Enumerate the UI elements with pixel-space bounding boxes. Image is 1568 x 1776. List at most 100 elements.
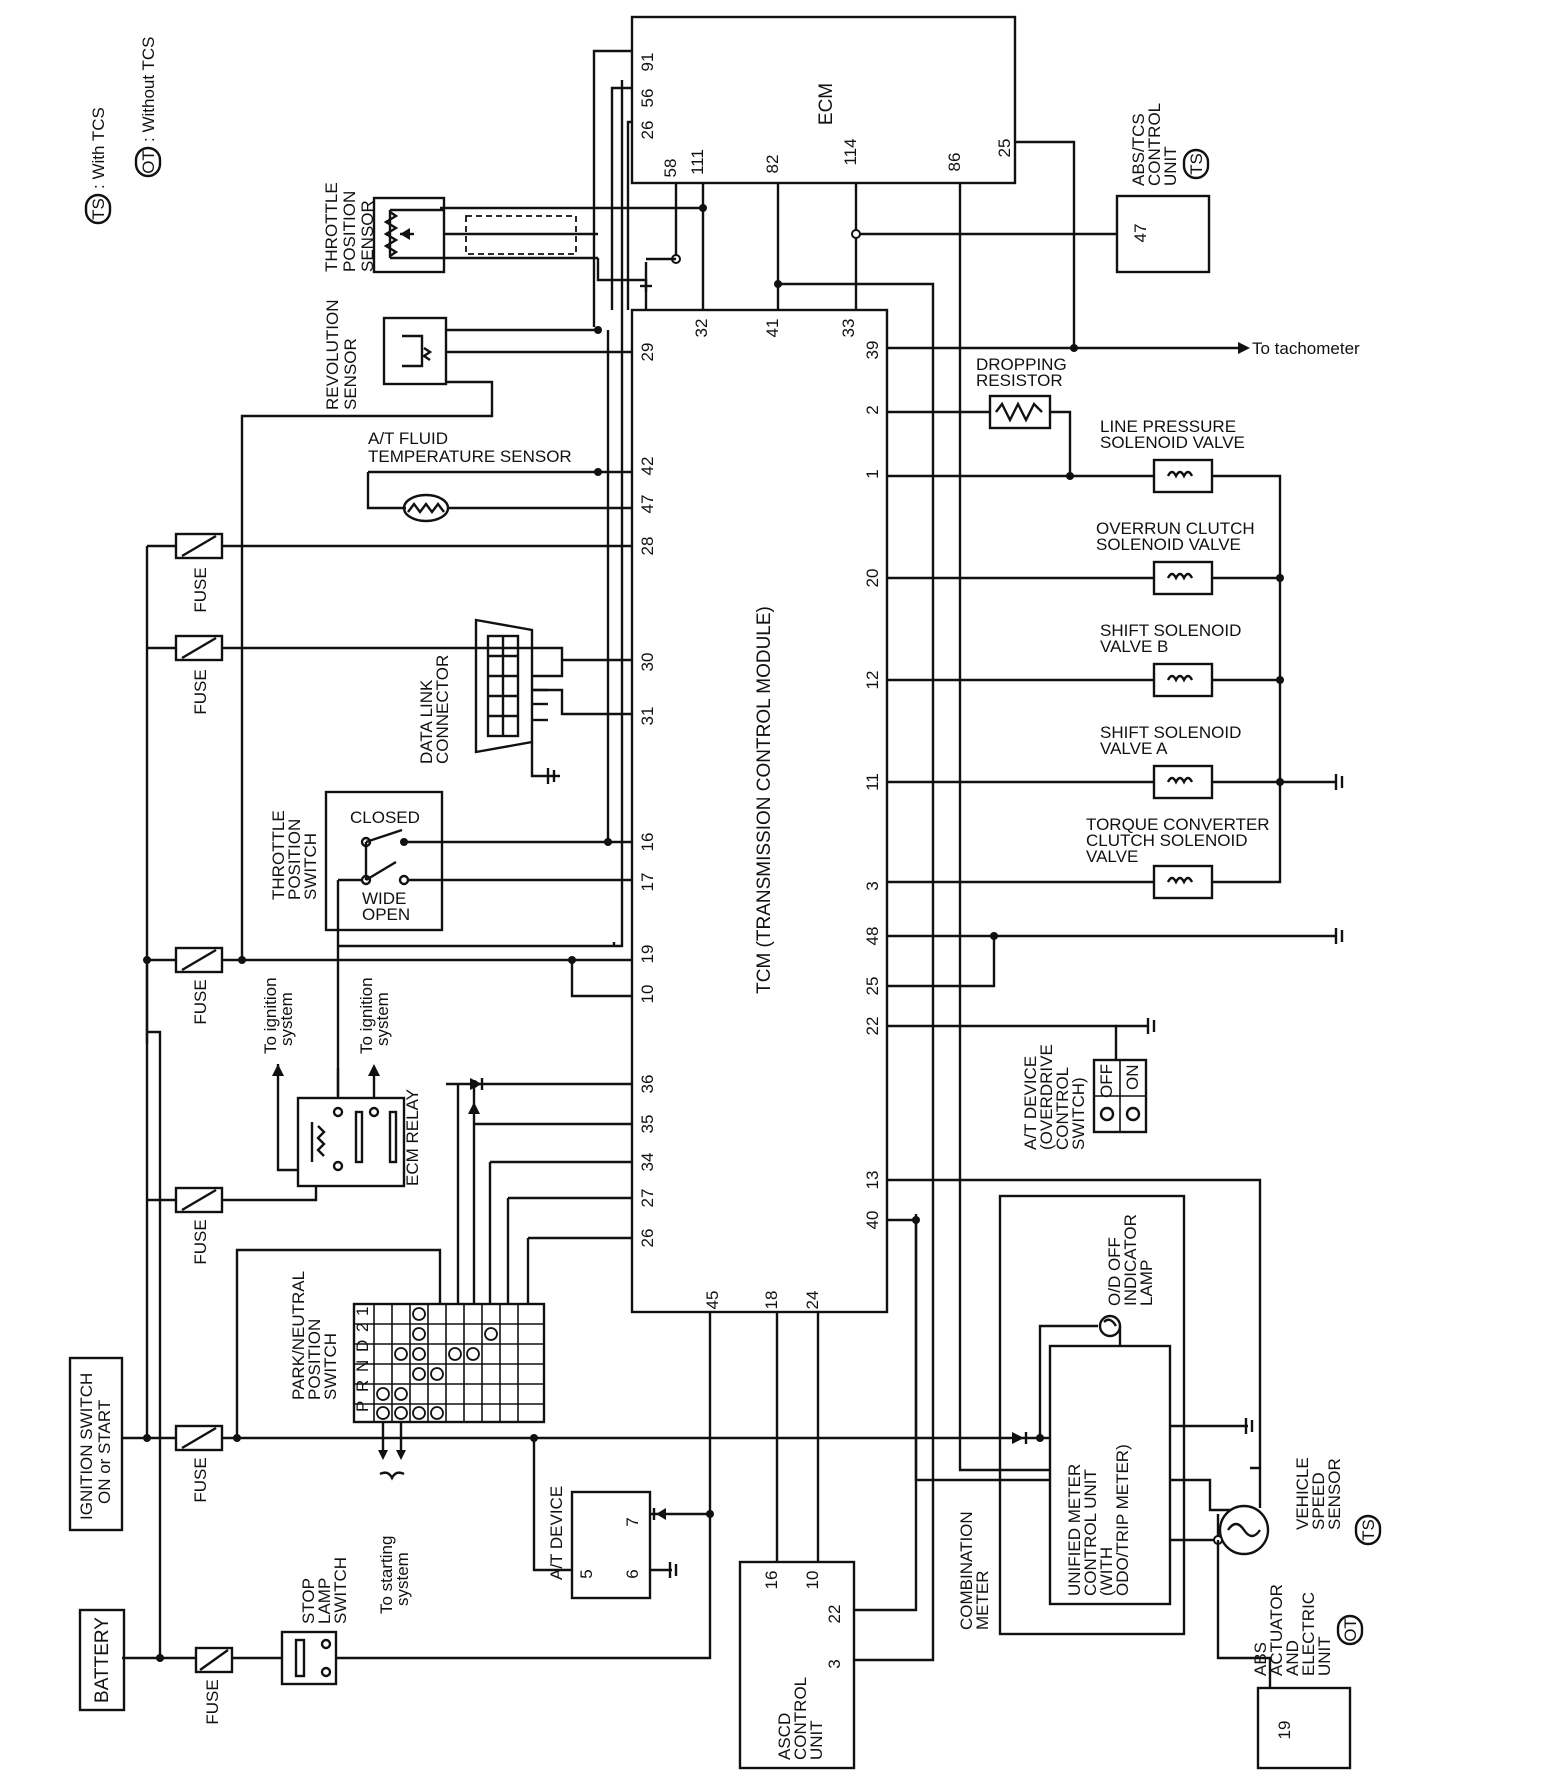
ecm-pin-58: 58: [661, 159, 680, 178]
pnp-wires: [235, 1078, 632, 1438]
tcm-pin-19: 19: [638, 945, 657, 964]
data-link-label-1: DATA LINK: [417, 679, 436, 764]
prnd-1: 1: [353, 1307, 372, 1316]
unified-label-1: UNIFIED METER: [1065, 1464, 1084, 1596]
tcm-pin-36: 36: [638, 1075, 657, 1094]
abs-tcs-label-1: ABS/TCS: [1129, 113, 1148, 186]
stop-lamp-switch: STOP LAMP SWITCH: [280, 1312, 712, 1686]
tcm-pin-40: 40: [863, 1211, 882, 1230]
tcm-pin-29: 29: [638, 343, 657, 362]
abs-actuator-pin-19: 19: [1275, 1721, 1294, 1740]
od-switch-label-1: A/T DEVICE: [1021, 1056, 1040, 1150]
at-device-label: A/T DEVICE: [547, 1486, 566, 1580]
fuse-label-5: FUSE: [191, 1457, 210, 1502]
torque-3: VALVE: [1086, 847, 1138, 866]
unified-label-3: (WITH: [1097, 1547, 1116, 1596]
dropping-label-2: RESISTOR: [976, 371, 1063, 390]
wide-label: WIDE: [362, 889, 406, 908]
to-ignition-2-a: To ignition: [357, 977, 376, 1054]
tcm-pin-3: 3: [863, 881, 882, 890]
ecm-pin-25: 25: [995, 139, 1014, 158]
tcm-pin-42: 42: [638, 457, 657, 476]
tcm-pin-32: 32: [692, 319, 711, 338]
ignition-label-1: IGNITION SWITCH: [77, 1373, 96, 1520]
ecm-label: ECM: [816, 83, 837, 125]
torque-2: CLUTCH SOLENOID: [1086, 831, 1248, 850]
line-pressure-1: LINE PRESSURE: [1100, 417, 1236, 436]
vss-label-1: VEHICLE: [1293, 1457, 1312, 1530]
battery-label: BATTERY: [92, 1617, 113, 1703]
ecm-pin-82: 82: [763, 155, 782, 174]
legend-ot-symbol: OT: [139, 150, 158, 174]
fluid-temp-label-1: A/T FLUID: [368, 429, 448, 448]
tp-switch-label-1: THROTTLE: [269, 810, 288, 900]
tcm-label: TCM (TRANSMISSION CONTROL MODULE): [754, 606, 775, 994]
ecm-wires: [440, 49, 1117, 1472]
tcm-pin-12: 12: [863, 671, 882, 690]
throttle-position-sensor: THROTTLE POSITION SENSOR: [322, 182, 652, 310]
shift-a-2: VALVE A: [1100, 739, 1168, 758]
ecm-pin-56: 56: [638, 89, 657, 108]
od-switch-label-2: (OVERDRIVE: [1037, 1044, 1056, 1150]
ascd-pin-16: 16: [762, 1571, 781, 1590]
od-off: OFF: [1097, 1064, 1116, 1098]
right-wires: To tachometer DROPPING RESISTOR: [887, 339, 1360, 480]
shift-b-2: VALVE B: [1100, 637, 1168, 656]
abs-tcs-pin-47: 47: [1131, 224, 1150, 243]
legend: TS : With TCS OT : Without TCS: [84, 37, 162, 225]
battery: BATTERY: [78, 1608, 126, 1712]
vss-label-3: SENSOR: [1325, 1458, 1344, 1530]
tcm-pin-48: 48: [863, 927, 882, 946]
fuse-label-6: FUSE: [203, 1679, 222, 1724]
tps-label-1: THROTTLE: [322, 182, 341, 272]
tcm-pin-22: 22: [863, 1017, 882, 1036]
tcm-pin-24: 24: [803, 1291, 822, 1310]
fluid-temperature-sensor: A/T FLUID TEMPERATURE SENSOR: [366, 429, 632, 523]
pn-switch-label-2: POSITION: [305, 1319, 324, 1400]
stop-lamp-label-1: STOP: [299, 1578, 318, 1624]
tcm-pin-25: 25: [863, 977, 882, 996]
abs-tcs-ts-badge: TS: [1187, 153, 1206, 175]
tcm-pin-35: 35: [638, 1115, 657, 1134]
ecm-relay: ECM RELAY To ignition system To ignition…: [261, 977, 422, 1188]
ascd-pin-3: 3: [825, 1659, 844, 1668]
tcm-pin-34: 34: [638, 1153, 657, 1172]
ascd-label-3: UNIT: [807, 1720, 826, 1760]
line-pressure-2: SOLENOID VALVE: [1100, 433, 1245, 452]
to-tachometer: To tachometer: [1252, 339, 1360, 358]
overrun-2: SOLENOID VALVE: [1096, 535, 1241, 554]
od-switch: OFF ON A/T DEVICE (OVERDRIVE CONTROL SWI…: [887, 1018, 1156, 1150]
ecm-pin-86: 86: [945, 153, 964, 172]
tcm-pin-2: 2: [863, 405, 882, 414]
abs-tcs-label-2: CONTROL: [1145, 103, 1164, 186]
abs-act-label-5: UNIT: [1315, 1636, 1334, 1676]
ecm-pin-114: 114: [841, 138, 860, 165]
abs-act-ot-badge: OT: [1341, 1618, 1360, 1642]
prnd-n: N: [353, 1360, 372, 1372]
tps-label-2: POSITION: [340, 191, 359, 272]
tcm-pin-11: 11: [863, 773, 882, 791]
ascd-label-2: CONTROL: [791, 1677, 810, 1760]
pn-switch-label-3: SWITCH: [321, 1333, 340, 1400]
ecm-pin-26: 26: [638, 121, 657, 140]
vss-ts-badge: TS: [1359, 1519, 1378, 1541]
fuse-label-1: FUSE: [191, 567, 210, 612]
od-lamp-label-1: O/D OFF: [1105, 1237, 1124, 1306]
rev-sensor-label-2: SENSOR: [341, 338, 360, 410]
tcm-pin-16: 16: [638, 833, 657, 852]
at-device: 7 5 6 A/T DEVICE: [532, 1438, 714, 1600]
abs-tcs-label-3: UNIT: [1161, 146, 1180, 186]
data-link-connector: DATA LINK CONNECTOR: [417, 618, 632, 784]
fuse-label-4: FUSE: [191, 1219, 210, 1264]
abs-act-label-3: AND: [1283, 1640, 1302, 1676]
revolution-sensor: REVOLUTION SENSOR: [240, 299, 632, 960]
tcm-pin-31: 31: [638, 707, 657, 726]
data-link-label-2: CONNECTOR: [433, 655, 452, 764]
combination-meter: O/D OFF INDICATOR LAMP UNIFIED METER CON…: [887, 1178, 1262, 1636]
ecm-block: ECM 91 56 26 58 111 82 114 86 25: [630, 15, 1017, 185]
legend-ts-symbol: TS: [89, 198, 108, 220]
tps-label-3: SENSOR: [358, 200, 377, 272]
stop-lamp-label-2: LAMP: [315, 1578, 334, 1624]
tp-switch-label-2: POSITION: [285, 819, 304, 900]
abs-act-label-1: ABS: [1251, 1642, 1270, 1676]
